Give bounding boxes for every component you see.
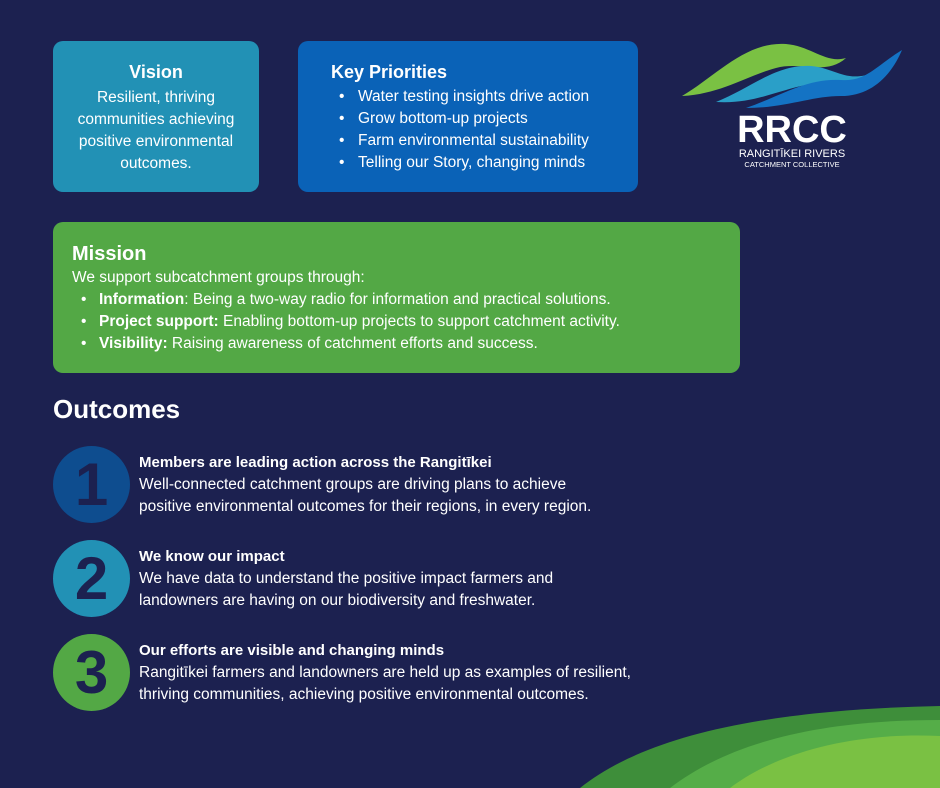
priority-item: Telling our Story, changing minds [331,152,638,174]
priorities-list: Water testing insights drive action Grow… [331,86,638,174]
outcome-desc-line: Rangitīkei farmers and landowners are he… [139,664,631,681]
outcome-number-badge: 2 [53,540,130,617]
mission-list: Information: Being a two-way radio for i… [72,289,740,355]
priorities-title: Key Priorities [331,62,448,82]
priority-item: Grow bottom-up projects [331,108,638,130]
mission-item-text: Enabling bottom-up projects to support c… [218,313,620,330]
mission-item-visibility: Visibility: Raising awareness of catchme… [72,333,740,355]
mission-item-label: Visibility: [99,335,168,352]
outcome-desc-line: landowners are having on our biodiversit… [139,592,536,609]
mission-card: Mission We support subcatchment groups t… [53,222,740,373]
vision-card: Vision Resilient, thriving communities a… [53,41,259,192]
outcome-desc-line: thriving communities, achieving positive… [139,686,589,703]
mission-intro: We support subcatchment groups through: [72,269,365,286]
outcome-desc-line: positive environmental outcomes for thei… [139,498,592,515]
mission-title: Mission [72,243,147,265]
mission-item-text: : Being a two-way radio for information … [184,291,611,308]
outcome-title: Members are leading action across the Ra… [139,454,492,471]
outcome-item-3: 3 Our efforts are visible and changing m… [53,634,693,714]
mission-item-project-support: Project support: Enabling bottom-up proj… [72,311,740,333]
outcomes-heading: Outcomes [53,394,181,424]
rrcc-logo: RRCC RANGITĪKEI RIVERS CATCHMENT COLLECT… [682,43,902,169]
outcome-title: Our efforts are visible and changing min… [139,642,445,659]
outcome-number: 2 [74,545,109,612]
mission-item-label: Project support: [99,313,219,330]
logo-wave-teal [716,65,876,103]
mission-item-information: Information: Being a two-way radio for i… [72,289,740,311]
logo-wave-green [682,43,846,96]
outcome-number: 1 [74,451,109,518]
outcome-number-badge: 1 [53,446,130,523]
vision-body: Resilient, thriving communities achievin… [77,89,235,172]
outcome-number: 3 [74,639,109,706]
logo-wave-blue [746,50,902,108]
outcome-item-1: 1 Members are leading action across the … [53,446,693,526]
outcome-desc-line: Well-connected catchment groups are driv… [139,476,567,493]
logo-abbr: RRCC [737,109,847,151]
decorative-green-waves [580,706,940,788]
priority-item: Farm environmental sustainability [331,130,638,152]
priority-item: Water testing insights drive action [331,86,638,108]
outcome-item-2: 2 We know our impact We have data to und… [53,540,693,620]
mission-item-text: Raising awareness of catchment efforts a… [167,335,538,352]
mission-item-label: Information [99,291,185,308]
wave-light-green [730,735,940,788]
logo-line1: RANGITĪKEI RIVERS [739,148,845,160]
vision-title: Vision [129,62,183,82]
key-priorities-card: Key Priorities Water testing insights dr… [298,41,638,192]
outcome-number-badge: 3 [53,634,130,711]
logo-line2: CATCHMENT COLLECTIVE [744,160,839,169]
outcome-title: We know our impact [139,548,285,565]
outcome-desc-line: We have data to understand the positive … [139,570,554,587]
